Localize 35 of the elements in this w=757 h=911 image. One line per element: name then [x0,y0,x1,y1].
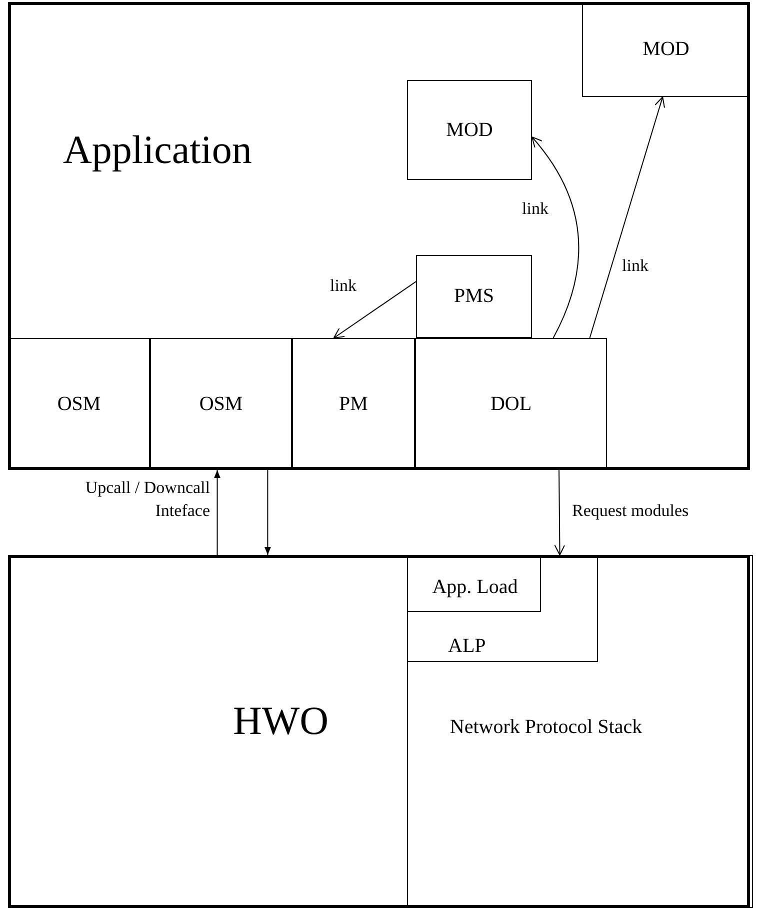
node-label: Application [63,127,252,173]
node-label: Network Protocol Stack [448,716,644,739]
node-label: PMS [454,285,494,308]
node-label: App. Load [431,576,519,599]
arrow [532,136,580,338]
node-label: MOD [642,38,690,61]
module-box [8,338,150,470]
arrow [554,470,566,556]
module-box [582,2,750,97]
node-label: ALP [448,635,486,658]
arrow [214,470,220,556]
layer-box [8,2,750,470]
module-box [150,338,292,470]
module-box [407,555,541,612]
module-box [416,255,532,338]
edge-label: Request modules [572,500,689,522]
module-box [292,338,415,470]
module-box [407,555,753,908]
arrow [333,281,416,338]
module-box [407,80,532,180]
edge-label: Upcall / Downcall Inteface [84,477,210,522]
module-box [415,338,607,470]
node-label: HWO [233,698,329,744]
node-label: MOD [446,118,493,142]
node-label: OSM [199,392,243,416]
edge-label: link [330,275,356,297]
edge-label: link [522,198,548,220]
edge-label: link [622,255,648,277]
module-box [407,555,598,662]
node-label: OSM [57,392,101,416]
node-label: DOL [490,392,532,416]
node-label: PM [339,392,368,416]
arrow [589,96,666,338]
layer-box [8,555,750,908]
arrow [264,470,271,556]
